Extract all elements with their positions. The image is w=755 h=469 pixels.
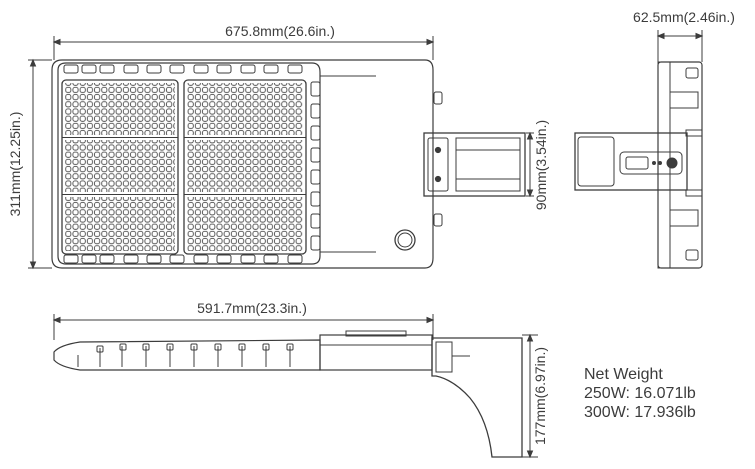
led-module-left <box>61 79 179 255</box>
side-housing-profile <box>53 339 321 371</box>
bottom-fins <box>63 254 303 264</box>
side-view <box>52 314 538 459</box>
bottom-height-label: 177mm(6.97in.) <box>532 347 548 445</box>
housing-outline <box>51 59 434 269</box>
bottom-height-dimension-line <box>522 333 538 459</box>
heat-sink-frame <box>57 62 321 265</box>
right-fins <box>310 81 321 251</box>
net-weight-250w: 250W: 16.071lb <box>584 385 696 402</box>
bottom-width-dimension-line <box>52 314 435 340</box>
net-weight-title: Net Weight <box>584 366 663 383</box>
bottom-width-label: 591.7mm(23.3in.) <box>197 300 307 316</box>
net-weight-300w: 300W: 17.936lb <box>584 404 696 421</box>
driver-housing <box>319 334 433 371</box>
net-weight-block: Net Weight 250W: 16.071lb 300W: 17.936lb <box>584 365 749 422</box>
side-width-dimension-line <box>656 30 704 62</box>
top-width-label: 675.8mm(26.6in.) <box>225 23 335 39</box>
led-module-right <box>183 79 307 255</box>
photocell-receptacle <box>394 229 416 251</box>
mount-height-label: 90mm(3.54in.) <box>533 120 549 210</box>
top-width-dimension-line <box>52 36 435 60</box>
end-housing <box>657 61 703 269</box>
side-fins <box>77 343 294 367</box>
slip-fitter-bracket <box>423 132 526 197</box>
top-view <box>28 36 534 270</box>
end-view <box>574 30 704 269</box>
mounting-arm <box>431 337 523 458</box>
top-fins <box>63 64 303 74</box>
top-height-dimension-line <box>28 58 52 270</box>
mount-height-dimension-line <box>526 131 534 198</box>
side-width-label: 62.5mm(2.46in.) <box>633 9 735 25</box>
end-bracket <box>574 132 688 191</box>
top-height-label: 311mm(12.25in.) <box>7 112 23 217</box>
